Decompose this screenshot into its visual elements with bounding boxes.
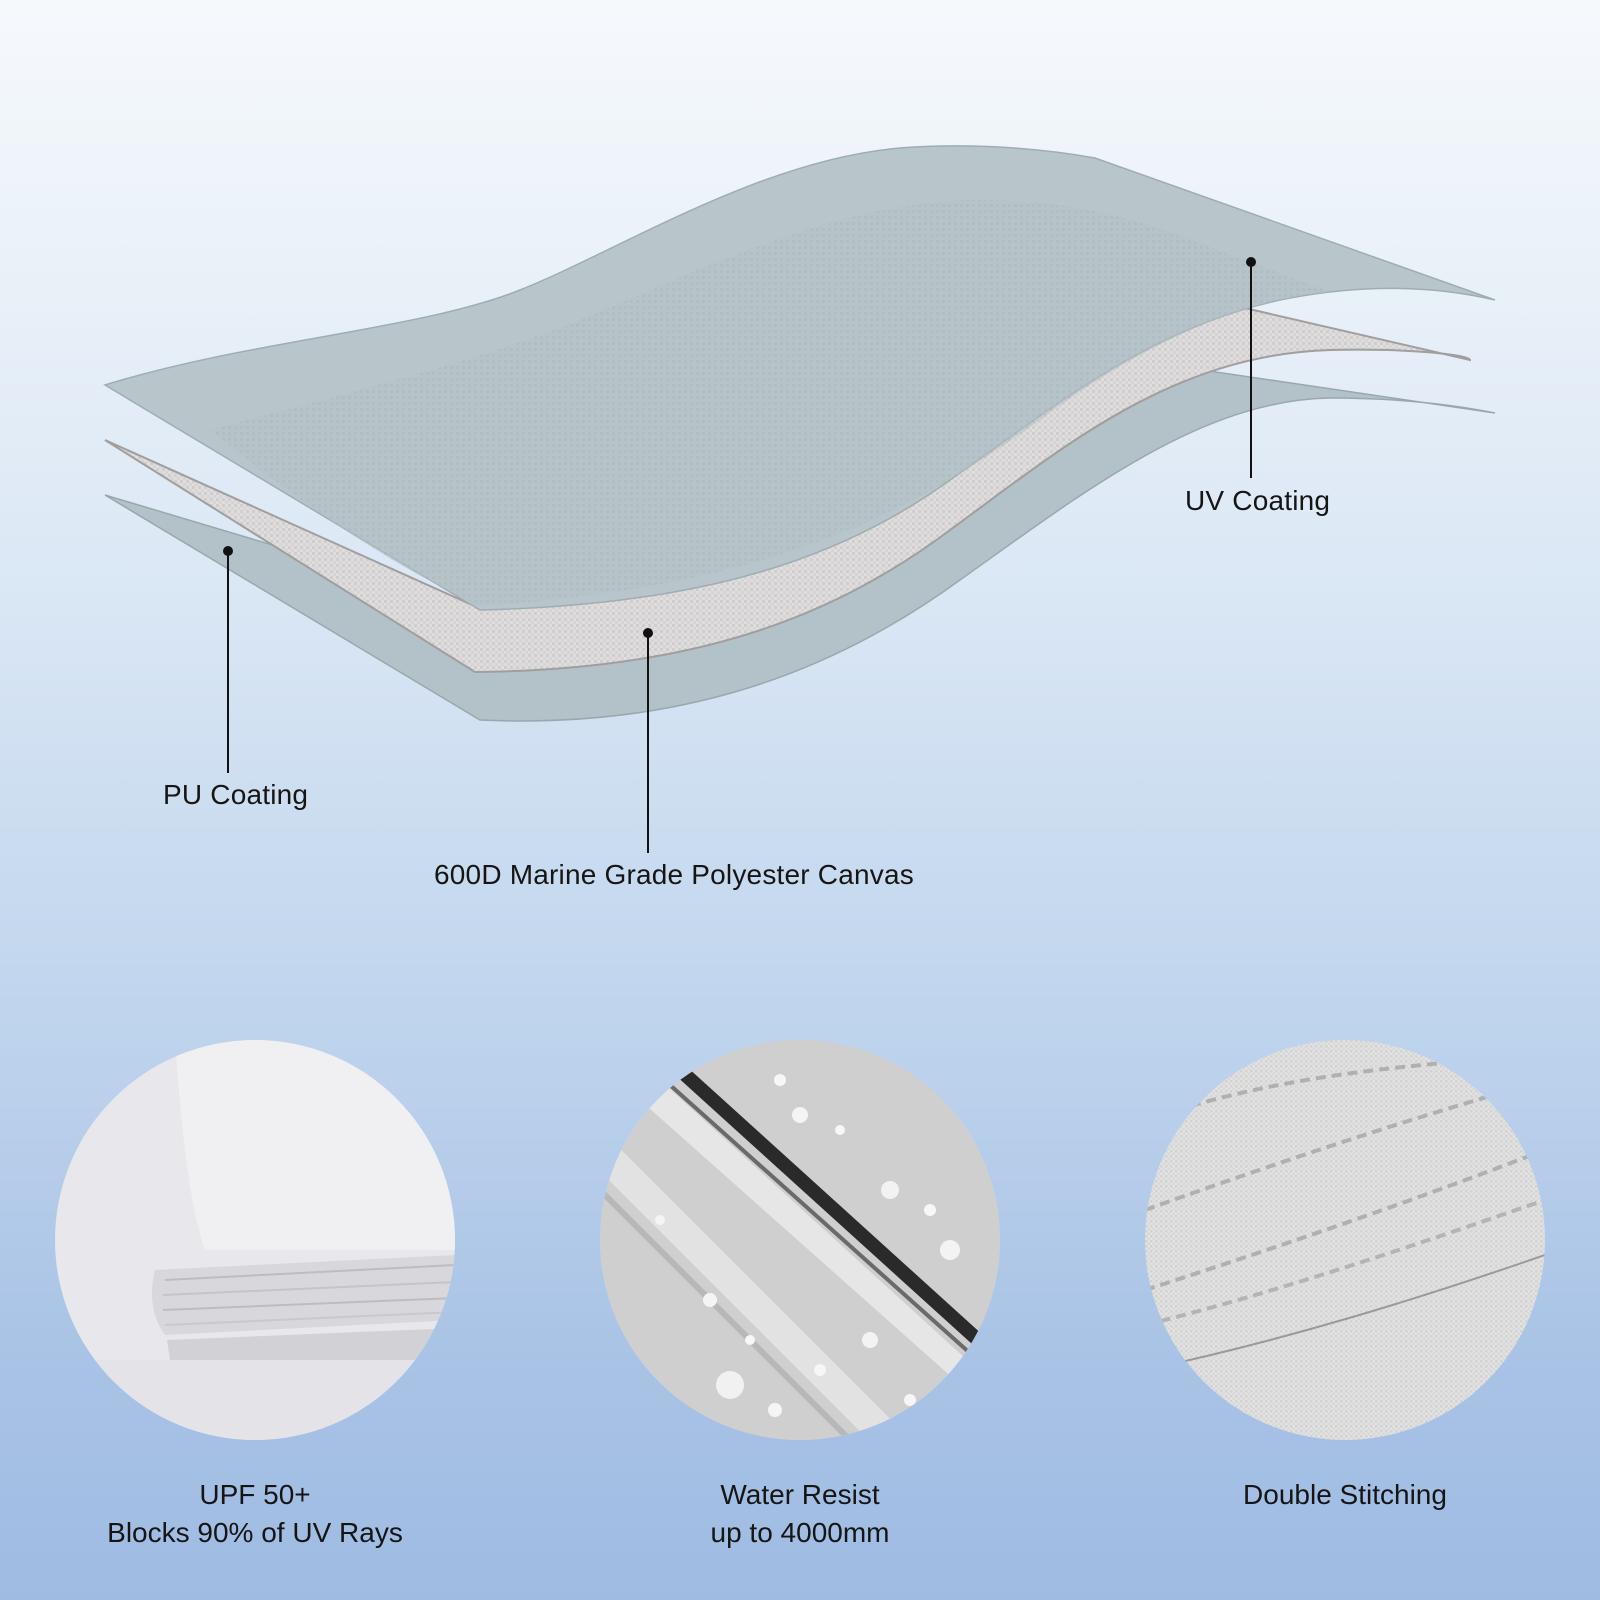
feature-water-title: Water Resist	[720, 1479, 880, 1510]
uv-coating-label: UV Coating	[1185, 485, 1331, 516]
feature-stitching-caption: Double Stitching	[1135, 1476, 1555, 1514]
feature-stitching-title: Double Stitching	[1243, 1479, 1447, 1510]
canvas-label: 600D Marine Grade Polyester Canvas	[434, 859, 914, 890]
folded-fabric-photo	[55, 1040, 455, 1440]
feature-upf-caption: UPF 50+ Blocks 90% of UV Rays	[45, 1476, 465, 1552]
uv-coating-weave-area	[210, 200, 1330, 606]
feature-water-subtitle: up to 4000mm	[710, 1517, 890, 1548]
feature-upf-subtitle: Blocks 90% of UV Rays	[107, 1517, 403, 1548]
stitching-photo	[1145, 1040, 1545, 1440]
fabric-layers-diagram	[103, 145, 1496, 853]
feature-water-caption: Water Resist up to 4000mm	[590, 1476, 1010, 1552]
feature-upf-title: UPF 50+	[199, 1479, 311, 1510]
water-drops-photo	[600, 1040, 1000, 1440]
pu-coating-label: PU Coating	[163, 779, 309, 810]
